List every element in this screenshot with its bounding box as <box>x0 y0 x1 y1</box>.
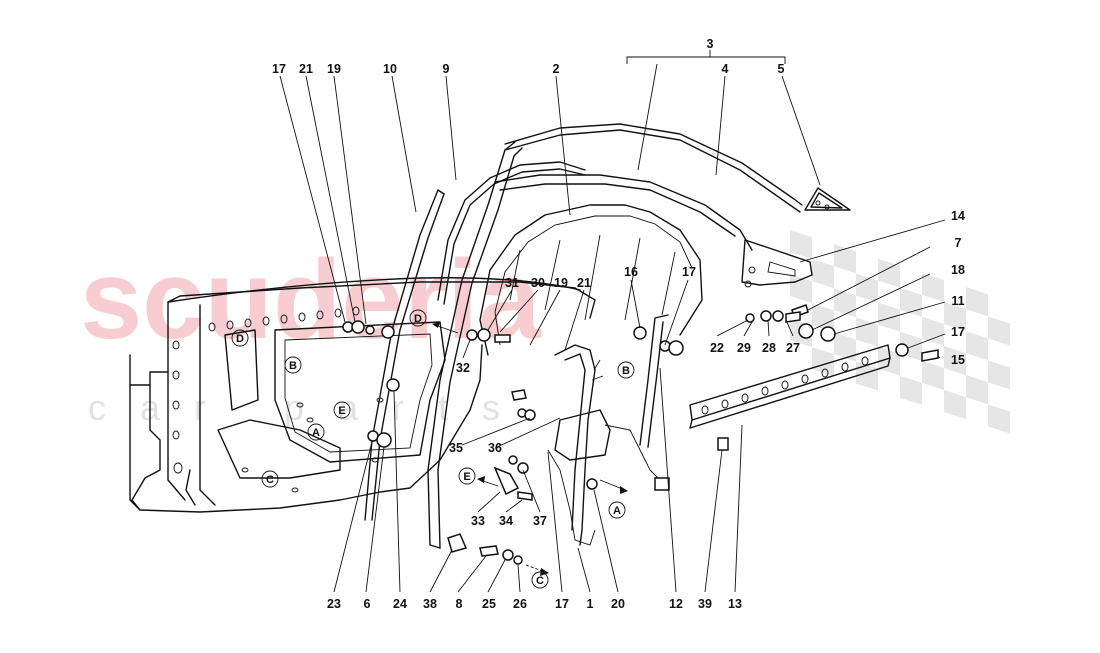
door-inner-panel <box>129 277 596 513</box>
reference-markers: D B E A C D B E A C <box>231 309 635 589</box>
callout-2: 2 <box>553 62 560 76</box>
ref-b-right: B <box>617 361 635 379</box>
watermark-sub: car parts <box>88 387 534 428</box>
callout-1: 1 <box>587 597 594 611</box>
callout-13: 13 <box>728 597 742 611</box>
callout-4: 4 <box>722 62 729 76</box>
watermark-brand: scuderia <box>80 237 541 362</box>
callout-17-mid: 17 <box>682 265 696 279</box>
callout-17-top: 17 <box>272 62 286 76</box>
callout-18: 18 <box>951 263 965 277</box>
callout-22: 22 <box>710 341 724 355</box>
callout-numbers: 17 21 19 10 9 2 3 4 5 14 7 18 11 17 15 3… <box>272 37 965 611</box>
ref-c-right: C <box>531 571 549 589</box>
svg-text:E: E <box>338 405 345 417</box>
ref-e-left: E <box>333 401 351 419</box>
callout-5: 5 <box>778 62 785 76</box>
callout-35: 35 <box>449 441 463 455</box>
svg-text:B: B <box>289 360 297 372</box>
callout-32: 32 <box>456 361 470 375</box>
callout-24: 24 <box>393 597 407 611</box>
callout-3: 3 <box>707 37 714 51</box>
callout-6: 6 <box>364 597 371 611</box>
callout-17-right: 17 <box>951 325 965 339</box>
callout-29: 29 <box>737 341 751 355</box>
callout-39: 39 <box>698 597 712 611</box>
callout-8: 8 <box>456 597 463 611</box>
mirror-bracket <box>741 239 813 288</box>
guide-rail <box>639 314 669 448</box>
svg-text:B: B <box>622 365 630 377</box>
checkered-flag-icon <box>790 230 1010 434</box>
ref-d-right: D <box>409 309 427 327</box>
triangle-bracket <box>804 187 851 211</box>
callout-23: 23 <box>327 597 341 611</box>
window-regulator <box>547 344 670 546</box>
svg-text:C: C <box>536 575 544 587</box>
callout-31: 31 <box>505 276 519 290</box>
callout-17-bottom: 17 <box>555 597 569 611</box>
svg-text:E: E <box>463 471 470 483</box>
svg-text:D: D <box>236 333 244 345</box>
callout-21-top: 21 <box>299 62 313 76</box>
callout-19-top: 19 <box>327 62 341 76</box>
svg-text:A: A <box>312 427 320 439</box>
callout-37: 37 <box>533 514 547 528</box>
ref-a-right: A <box>608 501 626 519</box>
svg-text:A: A <box>613 505 621 517</box>
callout-16: 16 <box>624 265 638 279</box>
callout-36: 36 <box>488 441 502 455</box>
callout-21-mid: 21 <box>577 276 591 290</box>
callout-26: 26 <box>513 597 527 611</box>
window-glass <box>479 123 803 356</box>
callout-7: 7 <box>955 236 962 250</box>
callout-11: 11 <box>951 294 964 308</box>
callout-12: 12 <box>669 597 683 611</box>
svg-text:D: D <box>414 313 422 325</box>
reinforcement-bar <box>689 344 891 429</box>
ref-e-right: E <box>458 467 476 485</box>
callout-30: 30 <box>531 276 545 290</box>
callout-27: 27 <box>786 341 800 355</box>
ref-b-left: B <box>284 356 302 374</box>
ref-a-left: A <box>307 423 325 441</box>
fasteners <box>342 304 939 565</box>
callout-10: 10 <box>383 62 397 76</box>
watermark: scuderia car parts <box>80 230 1010 434</box>
callout-15: 15 <box>951 353 965 367</box>
arrows <box>432 322 628 576</box>
callout-20: 20 <box>611 597 625 611</box>
leader-lines <box>279 50 946 593</box>
svg-text:C: C <box>266 474 274 486</box>
callout-14: 14 <box>951 209 965 223</box>
ref-d-left: D <box>231 329 249 347</box>
callout-25: 25 <box>482 597 496 611</box>
ref-c-left: C <box>261 470 279 488</box>
callout-38: 38 <box>423 597 437 611</box>
callout-9: 9 <box>443 62 450 76</box>
callout-34: 34 <box>499 514 513 528</box>
callout-33: 33 <box>471 514 485 528</box>
callout-19-mid: 19 <box>554 276 568 290</box>
callout-28: 28 <box>762 341 776 355</box>
